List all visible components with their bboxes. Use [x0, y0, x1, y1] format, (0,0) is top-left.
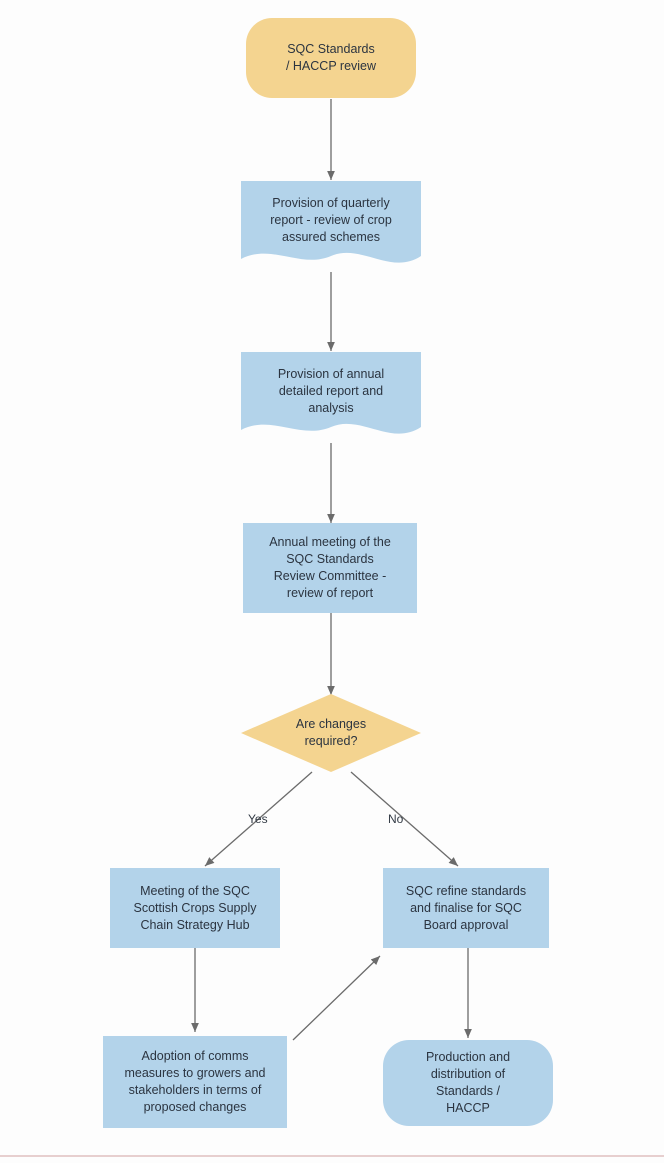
node-production-distribution[interactable]: Production and distribution of Standards…: [383, 1040, 553, 1126]
node-strategy-hub-meeting[interactable]: Meeting of the SQC Scottish Crops Supply…: [110, 868, 280, 948]
node-adoption-of-comms[interactable]: Adoption of comms measures to growers an…: [103, 1036, 287, 1128]
edge-decision-to-hub: [204, 771, 313, 867]
document-shape: [241, 352, 421, 434]
node-quarterly-report-label: Provision of quarterly report - review o…: [270, 196, 392, 244]
node-annual-meeting[interactable]: Annual meeting of the SQC Standards Revi…: [243, 523, 417, 613]
diamond-shape: [241, 694, 421, 772]
node-quarterly-report[interactable]: Provision of quarterly report - review o…: [241, 181, 421, 273]
edge-comms-to-refine: [292, 955, 381, 1041]
document-shape: [241, 181, 421, 263]
node-annual-report[interactable]: Provision of annual detailed report and …: [241, 352, 421, 444]
node-refine-standards[interactable]: SQC refine standards and finalise for SQ…: [383, 868, 549, 948]
node-annual-report-label: Provision of annual detailed report and …: [277, 367, 385, 415]
edge-label-yes: Yes: [248, 812, 268, 826]
edge-decision-to-refine: [350, 771, 459, 867]
edge-label-no: No: [388, 812, 404, 826]
node-decision[interactable]: Are changes required?: [241, 694, 421, 772]
node-decision-label: Are changes required?: [295, 717, 367, 748]
bottom-divider: [0, 1155, 664, 1157]
node-start[interactable]: SQC Standards / HACCP review: [246, 18, 416, 98]
